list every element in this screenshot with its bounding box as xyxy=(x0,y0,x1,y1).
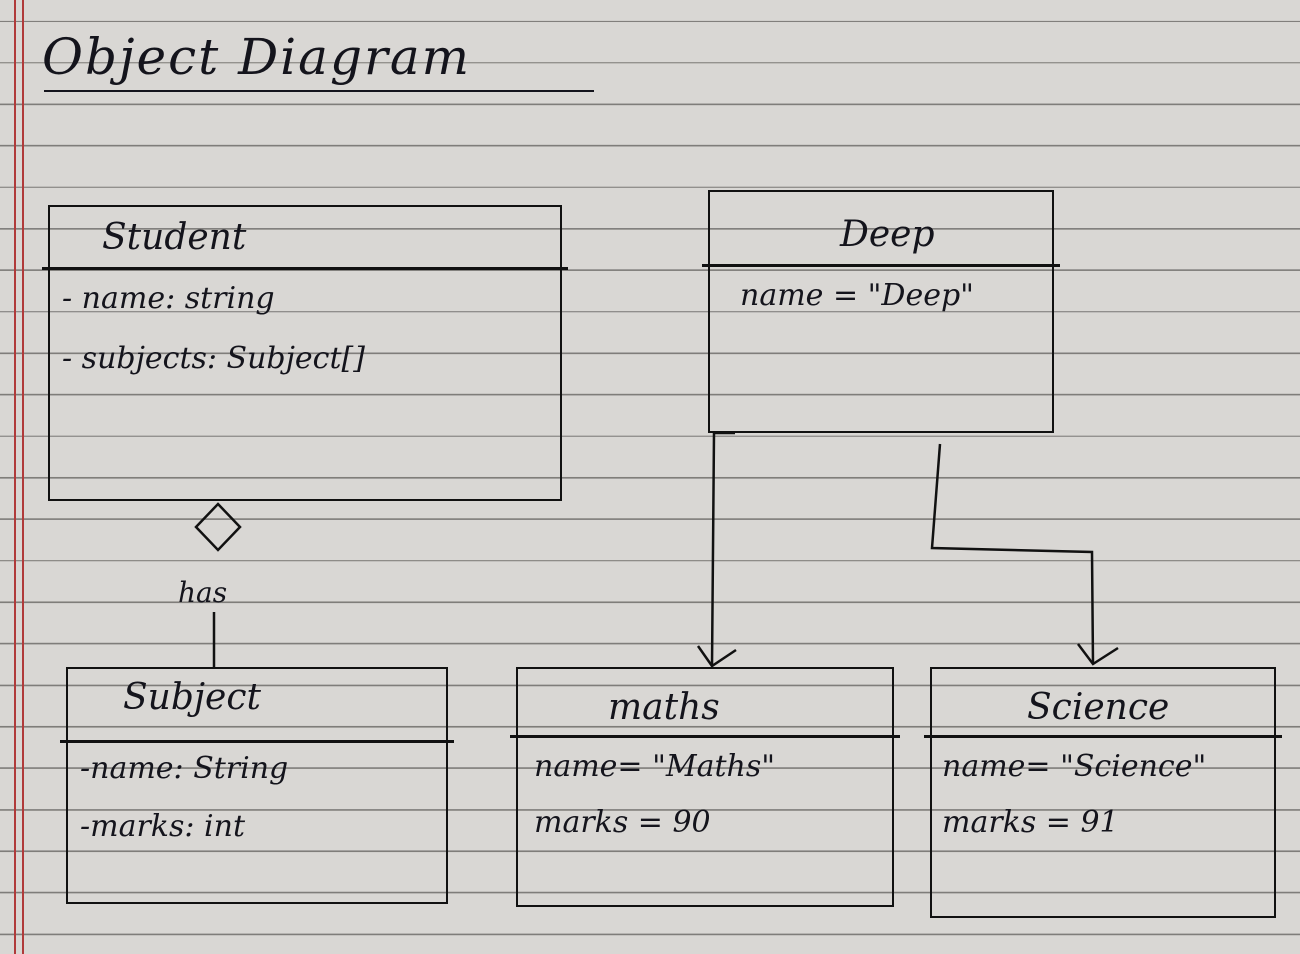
subject-attribute-name: -name: String xyxy=(80,751,289,786)
notebook-margin-line xyxy=(14,0,16,954)
deep-object-box[interactable]: Deep name = "Deep" xyxy=(702,190,1060,433)
maths-object-name: maths xyxy=(608,687,720,728)
science-object-divider xyxy=(924,735,1282,738)
student-class-box[interactable]: Student - name: string - subjects: Subje… xyxy=(42,205,568,501)
deep-to-maths-arrowhead-icon xyxy=(696,645,737,668)
student-attribute-subjects: - subjects: Subject[] xyxy=(62,341,365,376)
notebook-margin-line xyxy=(22,0,24,954)
deep-object-divider xyxy=(702,264,1060,267)
subject-class-divider xyxy=(60,740,454,743)
page-title: Object Diagram xyxy=(42,28,472,86)
student-class-name: Student xyxy=(102,217,247,258)
deep-to-maths-line xyxy=(710,431,735,667)
science-object-box[interactable]: Science name= "Science" marks = 91 xyxy=(924,667,1282,918)
subject-attribute-marks: -marks: int xyxy=(80,809,245,844)
relationship-label-has: has xyxy=(178,576,228,609)
science-attribute-marks: marks = 91 xyxy=(942,805,1119,840)
maths-attribute-marks: marks = 90 xyxy=(534,805,711,840)
subject-class-name: Subject xyxy=(123,677,261,718)
student-attribute-name: - name: string xyxy=(62,281,275,316)
aggregation-diamond-icon xyxy=(194,502,242,552)
science-attribute-name: name= "Science" xyxy=(942,749,1207,784)
deep-attribute-name: name = "Deep" xyxy=(740,278,974,313)
student-class-divider xyxy=(42,267,568,270)
maths-object-box[interactable]: maths name= "Maths" marks = 90 xyxy=(510,667,900,907)
deep-object-name: Deep xyxy=(840,214,935,255)
science-object-name: Science xyxy=(1027,687,1170,728)
maths-attribute-name: name= "Maths" xyxy=(534,749,776,784)
deep-to-science-line xyxy=(930,443,1095,665)
title-underline xyxy=(44,90,594,92)
subject-class-box[interactable]: Subject -name: String -marks: int xyxy=(60,667,454,904)
deep-to-science-arrowhead-icon xyxy=(1077,643,1119,666)
maths-object-divider xyxy=(510,735,900,738)
